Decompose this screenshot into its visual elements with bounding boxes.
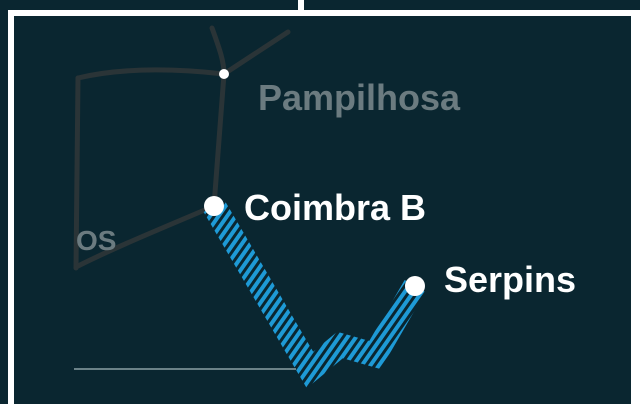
label-serpins: Serpins <box>444 259 576 300</box>
rail-line-pampilhosa-coimbra <box>211 71 227 209</box>
label-os-fragment: OS <box>76 225 116 256</box>
rail-line-northeast <box>221 29 291 77</box>
label-coimbra-b: Coimbra B <box>244 187 426 228</box>
highlighted-route <box>203 199 426 389</box>
rail-line-west-down <box>73 75 81 271</box>
map-frame <box>8 0 640 404</box>
rail-line-west-north <box>75 67 227 81</box>
rail-lines <box>73 25 291 271</box>
rail-line-west <box>75 203 217 269</box>
label-pampilhosa: Pampilhosa <box>258 77 461 118</box>
station-coimbra-b[interactable] <box>204 196 224 216</box>
station-pampilhosa[interactable] <box>219 69 229 79</box>
station-serpins[interactable] <box>405 276 425 296</box>
